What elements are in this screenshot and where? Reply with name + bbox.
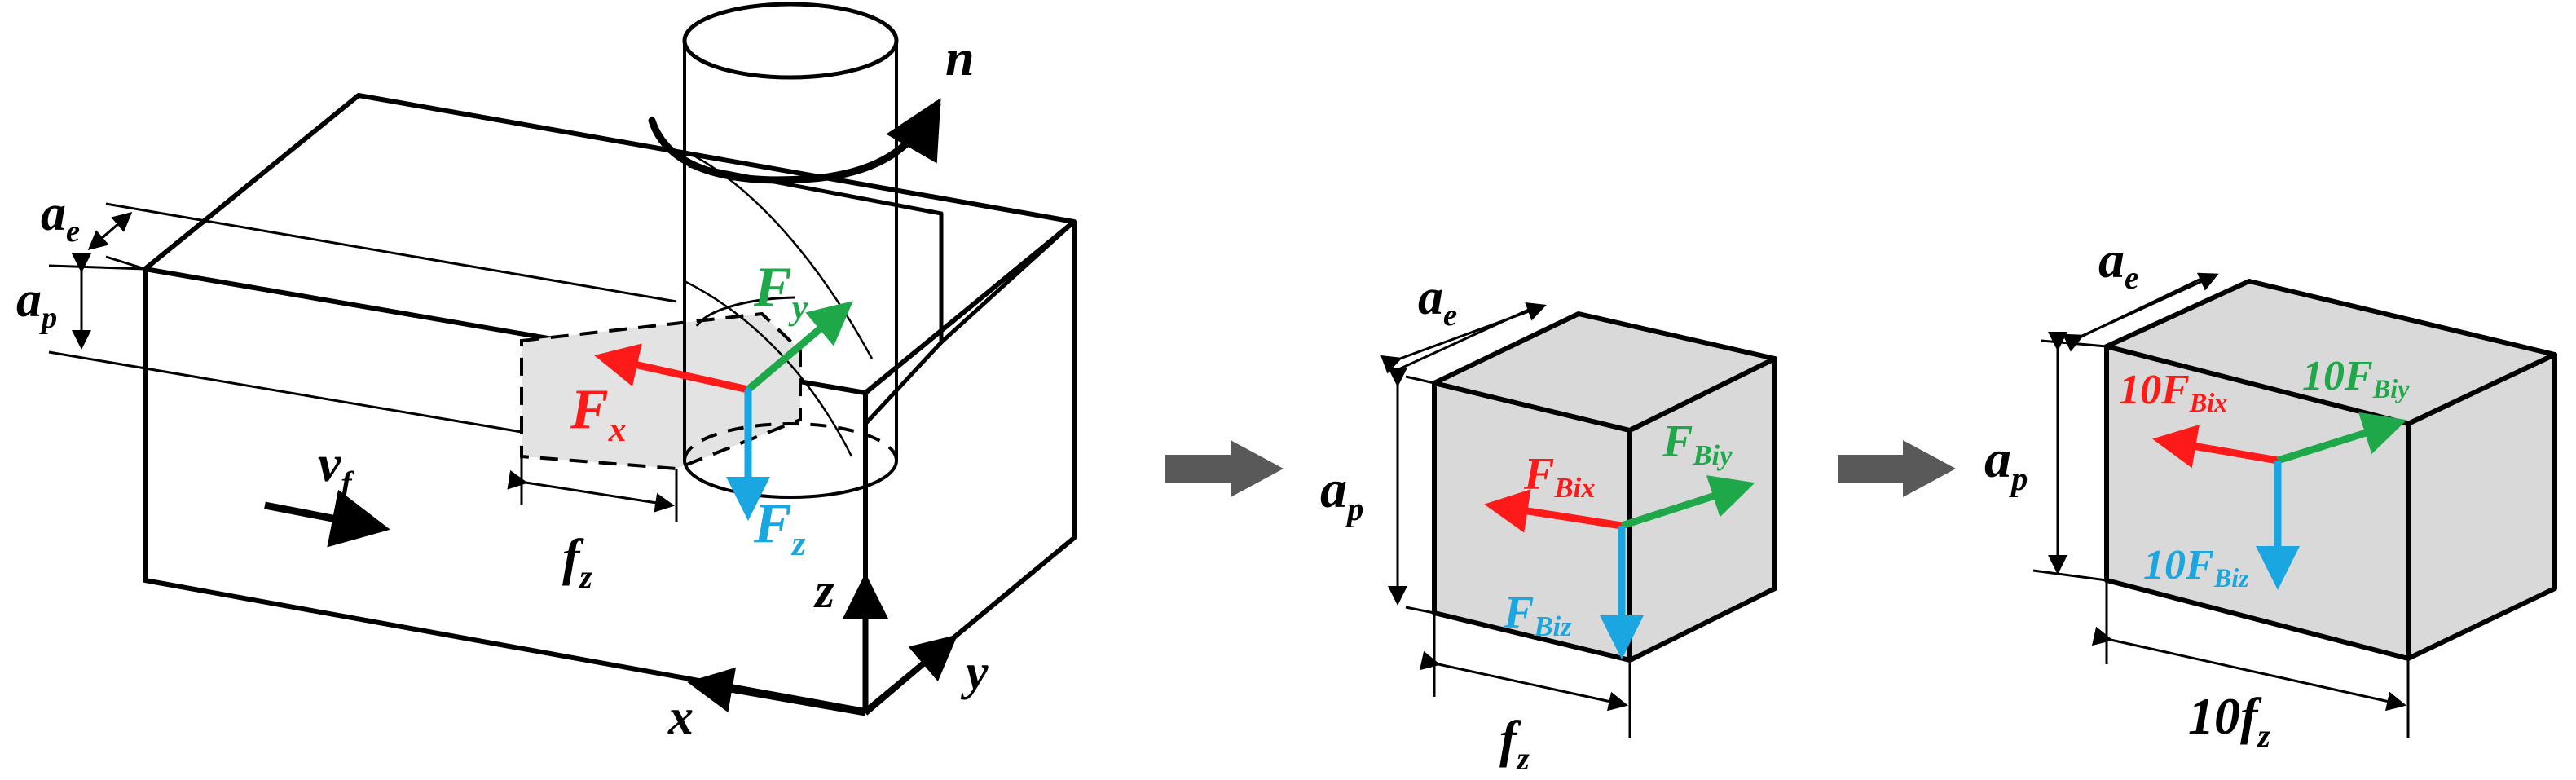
element-force-y-label: FBiy	[1662, 416, 1733, 471]
scaled-force-z-label: 10FBiz	[2143, 542, 2249, 593]
element-ap-label: ap	[1320, 460, 1363, 527]
workpiece-panel: ae ap n vf fz Fx Fy Fz z y x	[16, 2, 1077, 745]
ap-dimension-lines	[48, 253, 522, 434]
axis-y-label: y	[960, 645, 989, 700]
fz-label: fz	[562, 528, 592, 595]
scaled-element-box	[2104, 279, 2557, 661]
element-dimension-lines	[1380, 302, 1631, 738]
fz-dimension-lines	[507, 456, 678, 522]
element-force-z-label: FBiz	[1503, 588, 1572, 642]
scaled-ae-label: ae	[2098, 231, 2139, 296]
element-cube	[1432, 311, 1777, 663]
force-x-arrow	[594, 343, 749, 394]
ap-label: ap	[16, 272, 57, 335]
axis-x-label: x	[667, 690, 694, 745]
cut-region	[520, 311, 802, 471]
element-ae-label: ae	[1418, 270, 1457, 333]
force-origin	[746, 387, 751, 392]
single-element-panel: ae ap fz FBix FBiy FBiz	[1320, 270, 1777, 777]
process-arrow-2	[1838, 440, 1956, 497]
element-force-x-arrow	[1484, 489, 1623, 533]
force-y-arrow	[746, 301, 853, 393]
force-x-label: Fx	[570, 378, 626, 449]
element-force-x-label: FBix	[1523, 449, 1596, 504]
ae-label: ae	[41, 186, 80, 249]
scaled-force-x-label: 10FBix	[2119, 367, 2227, 417]
element-fz-label: fz	[1499, 710, 1530, 777]
scaled-fz-label: 10fz	[2188, 687, 2270, 754]
scaled-ap-label: ap	[1984, 430, 2028, 497]
feed-direction-arrow	[264, 489, 390, 548]
axis-z-label: z	[813, 563, 834, 619]
scaled-force-x-arrow	[2152, 425, 2279, 469]
feed-velocity-label: vf	[318, 434, 354, 501]
ae-dimension-lines	[87, 202, 677, 303]
scaled-force-y-arrow	[2276, 412, 2407, 465]
process-arrow-1	[1165, 440, 1284, 497]
element-force-y-arrow	[1620, 475, 1755, 530]
spindle-speed-label: n	[945, 29, 975, 86]
spindle-rotation-arrow	[648, 98, 941, 184]
coordinate-axes	[687, 573, 958, 716]
scaled-force-y-label: 10FBiy	[2302, 353, 2410, 403]
force-z-label: Fz	[753, 492, 806, 563]
scaled-element-panel: ae ap 10fz 10FBix 10FBiy 10FBiz	[1984, 231, 2557, 754]
force-y-label: Fy	[753, 256, 808, 327]
scaled-dimension-lines	[2032, 272, 2410, 738]
